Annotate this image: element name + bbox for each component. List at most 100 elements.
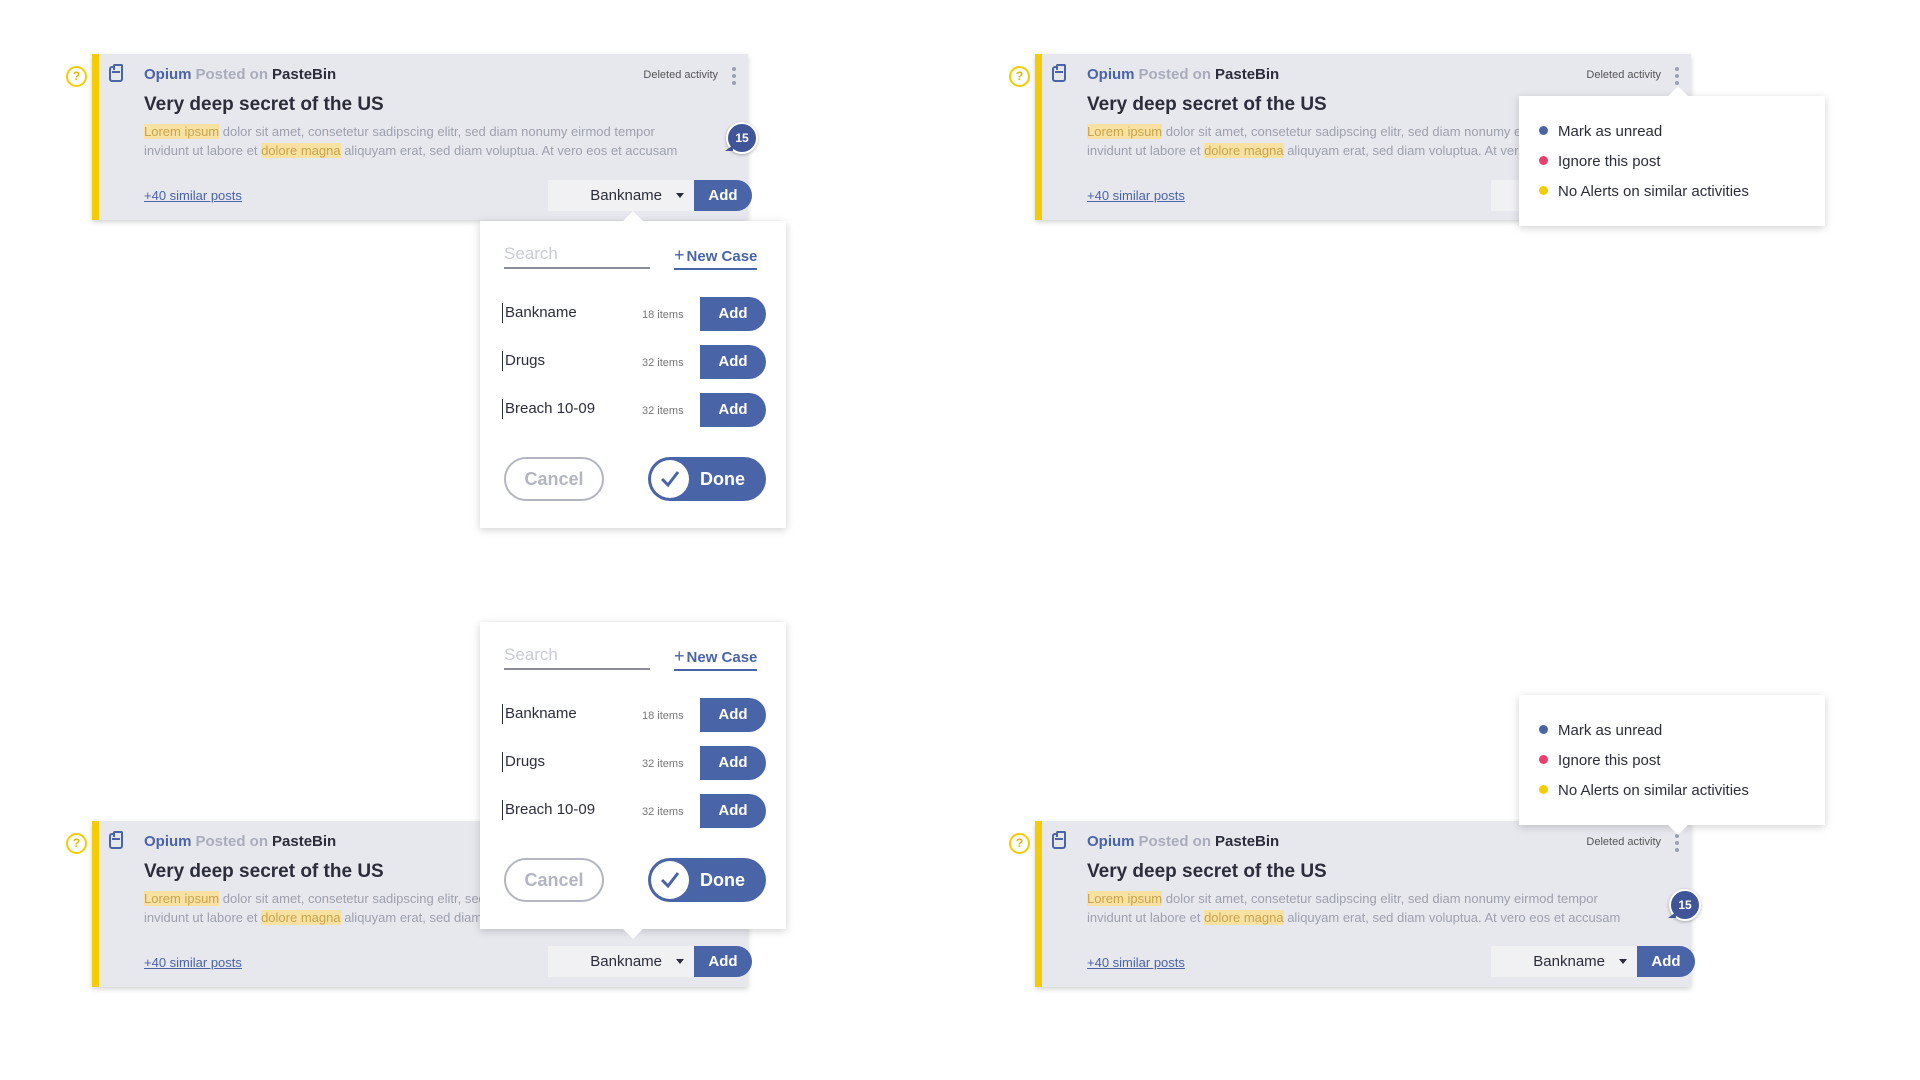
similar-posts-link[interactable]: +40 similar posts (144, 188, 242, 203)
case-select-value: Bankname (1533, 953, 1605, 970)
case-name: Drugs (502, 351, 545, 371)
post-title: Very deep secret of the US (144, 94, 384, 115)
dot-icon (1539, 785, 1548, 794)
case-add-button[interactable]: Add (700, 698, 766, 732)
case-add-button[interactable]: Add (700, 794, 766, 828)
case-dropdown: Search +New Case Bankname 18 items Add D… (480, 211, 786, 528)
search-input[interactable]: Search (504, 644, 650, 670)
clipboard-icon (1052, 64, 1066, 82)
check-icon (651, 861, 689, 899)
context-menu: Mark as unread Ignore this post No Alert… (1519, 86, 1825, 226)
case-row: Bankname 18 items Add (502, 297, 766, 331)
case-add-button[interactable]: Add (700, 393, 766, 427)
comment-count-badge[interactable]: 15 (1668, 889, 1701, 921)
cancel-button[interactable]: Cancel (504, 858, 604, 902)
source-name: PasteBin (1215, 66, 1280, 83)
case-select[interactable]: Bankname (548, 946, 696, 977)
case-name: Drugs (502, 752, 545, 772)
post-body: Lorem ipsum dolor sit amet, consetetur s… (144, 122, 689, 160)
case-row: Drugs 32 items Add (502, 746, 766, 780)
author-name[interactable]: Opium (1087, 833, 1135, 850)
more-options-icon[interactable] (1675, 834, 1679, 852)
new-case-button[interactable]: +New Case (674, 646, 758, 671)
similar-posts-link[interactable]: +40 similar posts (1087, 188, 1185, 203)
dot-icon (1539, 725, 1548, 734)
plus-icon: + (674, 646, 685, 666)
plus-icon: + (674, 245, 685, 265)
body-text: dolor sit amet, consetetur sadipscing el… (1087, 124, 1598, 158)
case-count: 32 items (642, 758, 684, 770)
context-menu: Mark as unread Ignore this post No Alert… (1519, 695, 1825, 835)
case-add-button[interactable]: Add (700, 345, 766, 379)
menu-item-ignore-post[interactable]: Ignore this post (1539, 752, 1661, 769)
clipboard-icon (1052, 831, 1066, 849)
source-name: PasteBin (1215, 833, 1280, 850)
highlight: dolore magna (261, 910, 341, 925)
source-name: PasteBin (272, 66, 337, 83)
help-icon[interactable]: ? (66, 66, 87, 87)
case-count: 32 items (642, 357, 684, 369)
dot-icon (1539, 755, 1548, 764)
case-select-value: Bankname (590, 187, 662, 204)
case-row: Drugs 32 items Add (502, 345, 766, 379)
similar-posts-link[interactable]: +40 similar posts (1087, 955, 1185, 970)
menu-item-ignore-post[interactable]: Ignore this post (1539, 153, 1661, 170)
comment-count-badge[interactable]: 15 (725, 122, 758, 154)
body-text: dolor sit amet, consetetur sadipscing el… (1087, 891, 1598, 925)
posted-on-label: Posted on (195, 833, 269, 850)
add-button[interactable]: Add (694, 180, 752, 211)
post-title: Very deep secret of the US (1087, 94, 1327, 115)
case-count: 32 items (642, 806, 684, 818)
author-name[interactable]: Opium (1087, 66, 1135, 83)
help-icon[interactable]: ? (1009, 66, 1030, 87)
dot-icon (1539, 126, 1548, 135)
highlight: Lorem ipsum (144, 891, 220, 906)
new-case-button[interactable]: +New Case (674, 245, 758, 270)
status-label: Deleted activity (1586, 836, 1661, 848)
highlight: Lorem ipsum (1087, 891, 1163, 906)
case-add-button[interactable]: Add (700, 746, 766, 780)
case-dropdown: Search +New Case Bankname 18 items Add D… (480, 622, 786, 939)
highlight: Lorem ipsum (144, 124, 220, 139)
case-select[interactable]: Bankname (548, 180, 696, 211)
more-options-icon[interactable] (1675, 67, 1679, 85)
cancel-button[interactable]: Cancel (504, 457, 604, 501)
help-icon[interactable]: ? (1009, 833, 1030, 854)
posted-on-label: Posted on (1138, 833, 1212, 850)
author-name[interactable]: Opium (144, 66, 192, 83)
done-button[interactable]: Done (648, 858, 766, 902)
menu-item-no-alerts[interactable]: No Alerts on similar activities (1539, 782, 1749, 799)
clipboard-icon (109, 831, 123, 849)
post-body: Lorem ipsum dolor sit amet, consetetur s… (1087, 889, 1632, 927)
highlight: dolore magna (261, 143, 341, 158)
similar-posts-link[interactable]: +40 similar posts (144, 955, 242, 970)
menu-item-mark-unread[interactable]: Mark as unread (1539, 123, 1662, 140)
case-add-button[interactable]: Add (700, 297, 766, 331)
highlight: dolore magna (1204, 910, 1284, 925)
chevron-down-icon (1619, 959, 1627, 964)
case-select[interactable]: Bankname (1491, 946, 1639, 977)
add-button[interactable]: Add (1637, 946, 1695, 977)
more-options-icon[interactable] (732, 67, 736, 85)
menu-item-mark-unread[interactable]: Mark as unread (1539, 722, 1662, 739)
case-name: Bankname (502, 303, 577, 323)
clipboard-icon (109, 64, 123, 82)
done-button[interactable]: Done (648, 457, 766, 501)
case-row: Breach 10-09 32 items Add (502, 393, 766, 427)
case-count: 18 items (642, 309, 684, 321)
highlight: dolore magna (1204, 143, 1284, 158)
case-name: Breach 10-09 (502, 800, 595, 820)
add-button[interactable]: Add (694, 946, 752, 977)
menu-item-no-alerts[interactable]: No Alerts on similar activities (1539, 183, 1749, 200)
body-text: aliquyam erat, sed diam voluptua. At ver… (1283, 910, 1621, 925)
author-name[interactable]: Opium (144, 833, 192, 850)
body-text: aliquyam erat, sed diam voluptua. At ver… (340, 143, 678, 158)
source-name: PasteBin (272, 833, 337, 850)
help-icon[interactable]: ? (66, 833, 87, 854)
dot-icon (1539, 156, 1548, 165)
search-input[interactable]: Search (504, 243, 650, 269)
